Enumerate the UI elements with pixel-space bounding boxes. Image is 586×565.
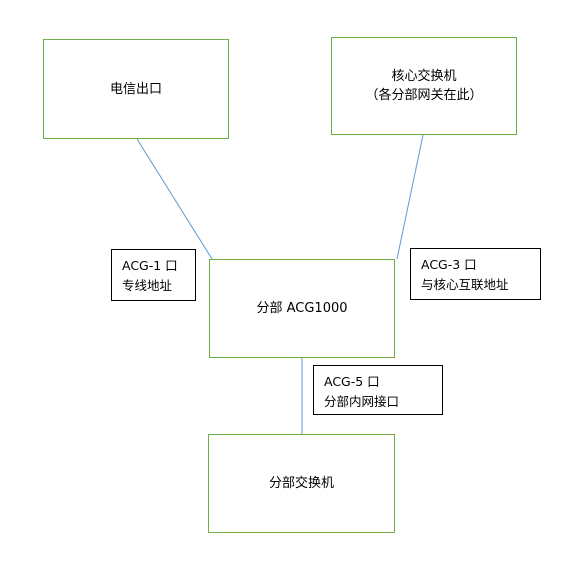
node-branch-acg: 分部 ACG1000 (209, 259, 395, 358)
callout-acg1-port: ACG-1 口 (122, 258, 178, 273)
node-branch-acg-label: 分部 ACG1000 (256, 301, 348, 316)
connector-core-to-acg (396, 134, 424, 260)
connector-telecom-to-acg (136, 138, 213, 260)
callout-acg1-desc: 专线地址 (122, 278, 173, 293)
node-core-switch-label: 核心交换机 (391, 69, 457, 84)
callout-acg3-port: ACG-3 口 (421, 257, 477, 272)
callout-acg5: ACG-5 口 分部内网接口 (313, 365, 443, 415)
node-branch-switch-label: 分部交换机 (268, 476, 334, 491)
node-core-switch-note: （各分部网关在此） (365, 88, 483, 103)
node-core-switch: 核心交换机 （各分部网关在此） (331, 37, 517, 135)
node-branch-switch: 分部交换机 (208, 434, 395, 533)
callout-acg5-desc: 分部内网接口 (324, 394, 400, 409)
callout-acg5-port: ACG-5 口 (324, 374, 380, 389)
node-telecom-exit: 电信出口 (43, 39, 229, 139)
callout-acg1: ACG-1 口 专线地址 (111, 249, 196, 301)
callout-acg3: ACG-3 口 与核心互联地址 (410, 248, 541, 300)
node-telecom-exit-label: 电信出口 (109, 81, 162, 97)
callout-acg3-desc: 与核心互联地址 (421, 277, 509, 292)
